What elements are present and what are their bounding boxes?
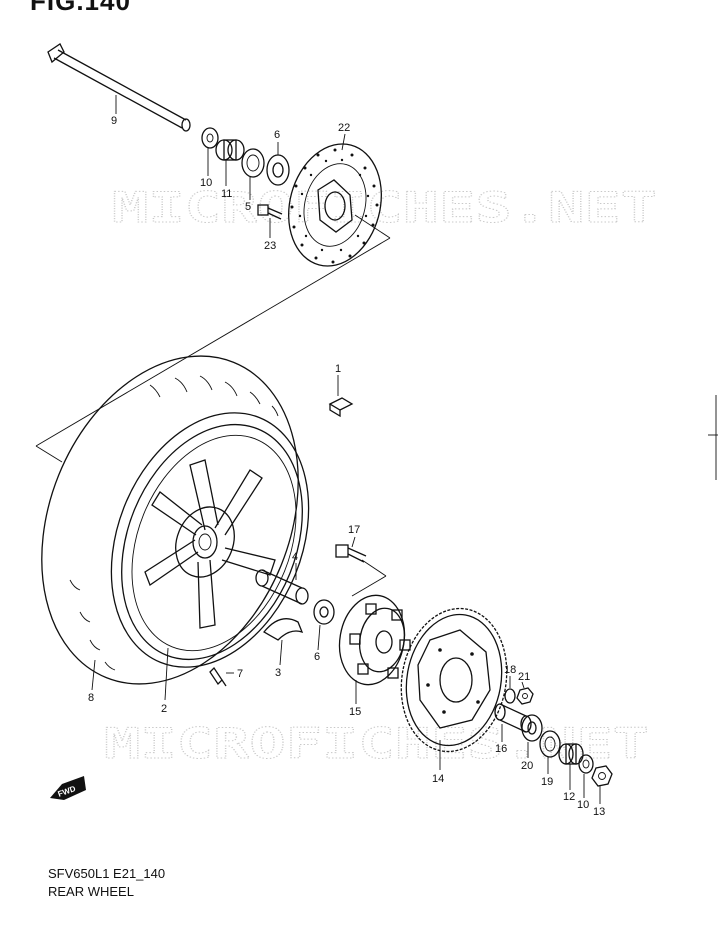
projection-lines: [35, 214, 391, 463]
bearing-top[interactable]: [266, 154, 290, 186]
callout-4: 4: [292, 551, 298, 563]
leader-lines: [91, 95, 601, 804]
callout-19: 19: [541, 776, 553, 788]
cush-rubber[interactable]: [263, 618, 304, 641]
washer-lower[interactable]: [578, 754, 594, 774]
bearing-lower[interactable]: [313, 599, 335, 625]
washer-top[interactable]: [201, 127, 219, 149]
callout-20: 20: [521, 760, 533, 772]
oil-seal[interactable]: [241, 148, 265, 178]
projection-lines-bolt: [351, 559, 387, 597]
tire-valve[interactable]: [209, 666, 227, 687]
callouts: 9 10 11 5 6 22 23 1 17 4 6 3 7 8 2 15 14…: [88, 115, 605, 818]
callout-8: 8: [88, 692, 94, 704]
sprocket-bolt[interactable]: [335, 544, 367, 563]
callout-7: 7: [237, 668, 243, 680]
drum-bearing[interactable]: [521, 714, 543, 742]
callout-3: 3: [275, 667, 281, 679]
callout-1: 1: [335, 363, 341, 375]
axle-shaft[interactable]: [47, 43, 191, 132]
callout-10-lower: 10: [577, 799, 589, 811]
callout-6-lower: 6: [314, 651, 320, 663]
watermark-bottom: MICROFICHES.NET: [104, 719, 649, 768]
callout-12: 12: [563, 791, 575, 803]
figure-name: REAR WHEEL: [48, 884, 134, 899]
callout-14: 14: [432, 773, 444, 785]
axle-spacer[interactable]: [558, 743, 584, 765]
callout-2: 2: [161, 703, 167, 715]
callout-6-top: 6: [274, 129, 280, 141]
callout-16: 16: [495, 743, 507, 755]
callout-5: 5: [245, 201, 251, 213]
watermark-top: MICROFICHES.NET: [112, 183, 657, 232]
figure-title: FIG.140: [30, 0, 131, 16]
rear-wheel-assembly[interactable]: [0, 317, 345, 722]
callout-15: 15: [349, 706, 361, 718]
balance-weight-clip[interactable]: [328, 397, 354, 418]
callout-11: 11: [221, 188, 232, 200]
sprocket-drum[interactable]: [333, 590, 412, 690]
sprocket-washer[interactable]: [504, 688, 516, 704]
drum-oil-seal[interactable]: [539, 730, 561, 758]
callout-23: 23: [264, 240, 276, 252]
page-edge-mark: [708, 395, 718, 480]
callout-22: 22: [338, 122, 350, 134]
callout-17: 17: [348, 524, 360, 536]
rear-sprocket[interactable]: [390, 600, 517, 760]
figure-model-code: SFV650L1 E21_140: [48, 866, 166, 881]
callout-18: 18: [504, 664, 516, 676]
disc-bolt[interactable]: [257, 204, 283, 220]
callout-21: 21: [518, 671, 530, 683]
callout-10-top: 10: [200, 177, 212, 189]
brake-disc[interactable]: [275, 133, 394, 276]
callout-9: 9: [111, 115, 117, 127]
collar-spacer[interactable]: [215, 139, 245, 161]
wheel-spacer-tube[interactable]: [255, 569, 309, 605]
callout-13: 13: [593, 806, 605, 818]
fwd-direction-badge: FWD: [50, 776, 86, 800]
axle-nut[interactable]: [591, 765, 613, 787]
sprocket-nut[interactable]: [516, 687, 534, 705]
